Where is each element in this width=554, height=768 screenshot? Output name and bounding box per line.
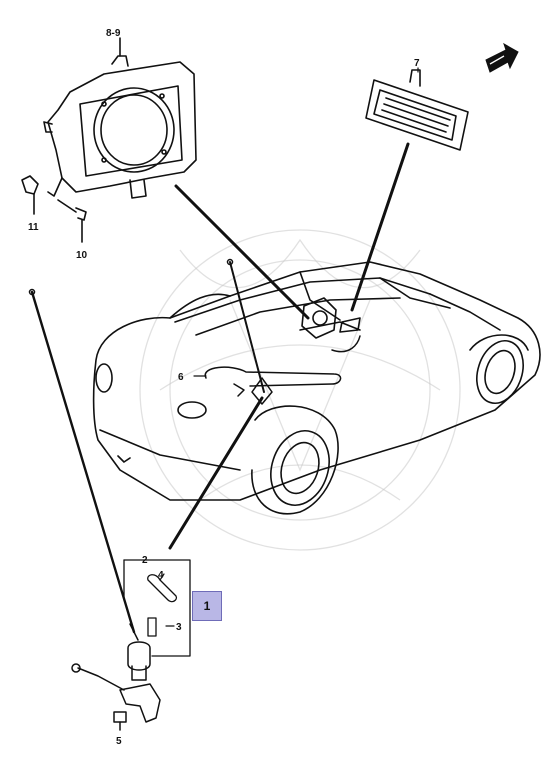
antenna-assembly <box>28 288 161 731</box>
speaker-grille <box>301 69 469 339</box>
arrow-icon <box>485 42 519 73</box>
car-body <box>92 261 541 515</box>
callout-3: 3 <box>176 622 182 633</box>
callout-11: 11 <box>28 222 39 233</box>
speaker-bracket <box>21 37 310 320</box>
callout-5: 5 <box>116 736 122 747</box>
leader-ticks <box>159 67 419 627</box>
car-antenna-cable <box>204 258 361 405</box>
callout-8-9: 8-9 <box>106 28 121 39</box>
callout-4: 4 <box>158 570 164 581</box>
watermark <box>139 229 461 551</box>
callout-group-box <box>123 396 264 657</box>
callout-6: 6 <box>178 372 184 383</box>
selected-part-label: 1 <box>203 599 211 613</box>
selected-part-callout-1[interactable]: 1 <box>192 591 222 621</box>
callout-10: 10 <box>76 250 88 261</box>
callout-2: 2 <box>142 555 148 566</box>
callout-7: 7 <box>414 58 420 69</box>
